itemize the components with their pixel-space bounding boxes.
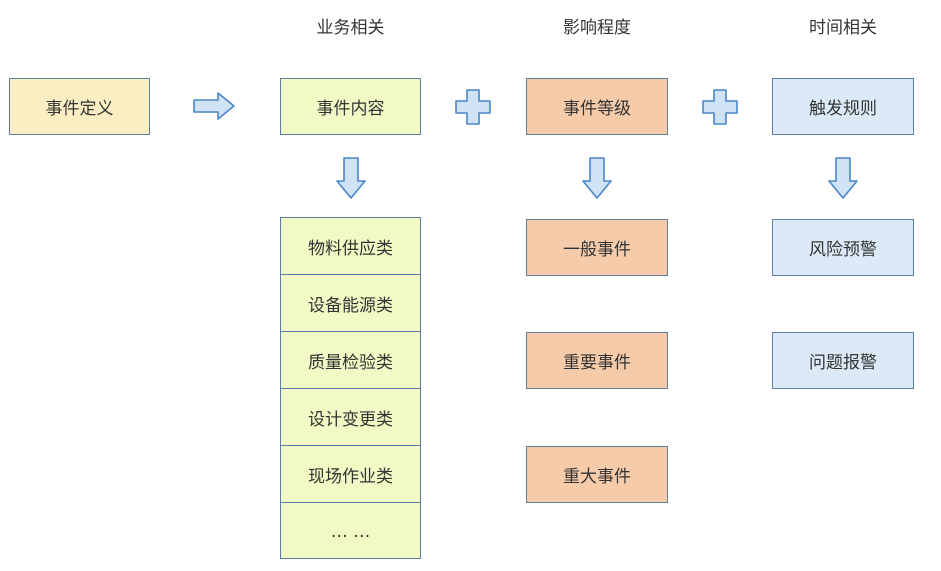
- right-arrow-icon: [193, 92, 235, 120]
- impact-item-major: 重大事件: [526, 446, 668, 503]
- header-impact: 影响程度: [563, 18, 631, 38]
- business-item-equipment-energy: 设备能源类: [281, 275, 420, 332]
- down-arrow-icon: [582, 157, 612, 199]
- time-item-problem-alarm: 问题报警: [772, 332, 914, 389]
- business-item-quality-inspection: 质量检验类: [281, 332, 420, 389]
- business-item-material-supply: 物料供应类: [281, 218, 420, 275]
- time-item-risk-warning: 风险预警: [772, 219, 914, 276]
- trigger-rule-box: 触发规则: [772, 78, 914, 135]
- business-category-list: 物料供应类 设备能源类 质量检验类 设计变更类 现场作业类 … …: [280, 217, 421, 559]
- event-definition-box: 事件定义: [9, 78, 150, 135]
- business-item-design-change: 设计变更类: [281, 389, 420, 446]
- business-item-site-operation: 现场作业类: [281, 446, 420, 503]
- event-content-box: 事件内容: [280, 78, 421, 135]
- down-arrow-icon: [828, 157, 858, 199]
- impact-item-important: 重要事件: [526, 332, 668, 389]
- header-time: 时间相关: [809, 18, 877, 38]
- down-arrow-icon: [336, 157, 366, 199]
- header-business: 业务相关: [316, 18, 385, 38]
- event-level-box: 事件等级: [526, 78, 668, 135]
- business-item-more: … …: [330, 521, 371, 542]
- plus-icon: [702, 89, 738, 125]
- impact-item-general: 一般事件: [526, 219, 668, 276]
- plus-icon: [455, 89, 491, 125]
